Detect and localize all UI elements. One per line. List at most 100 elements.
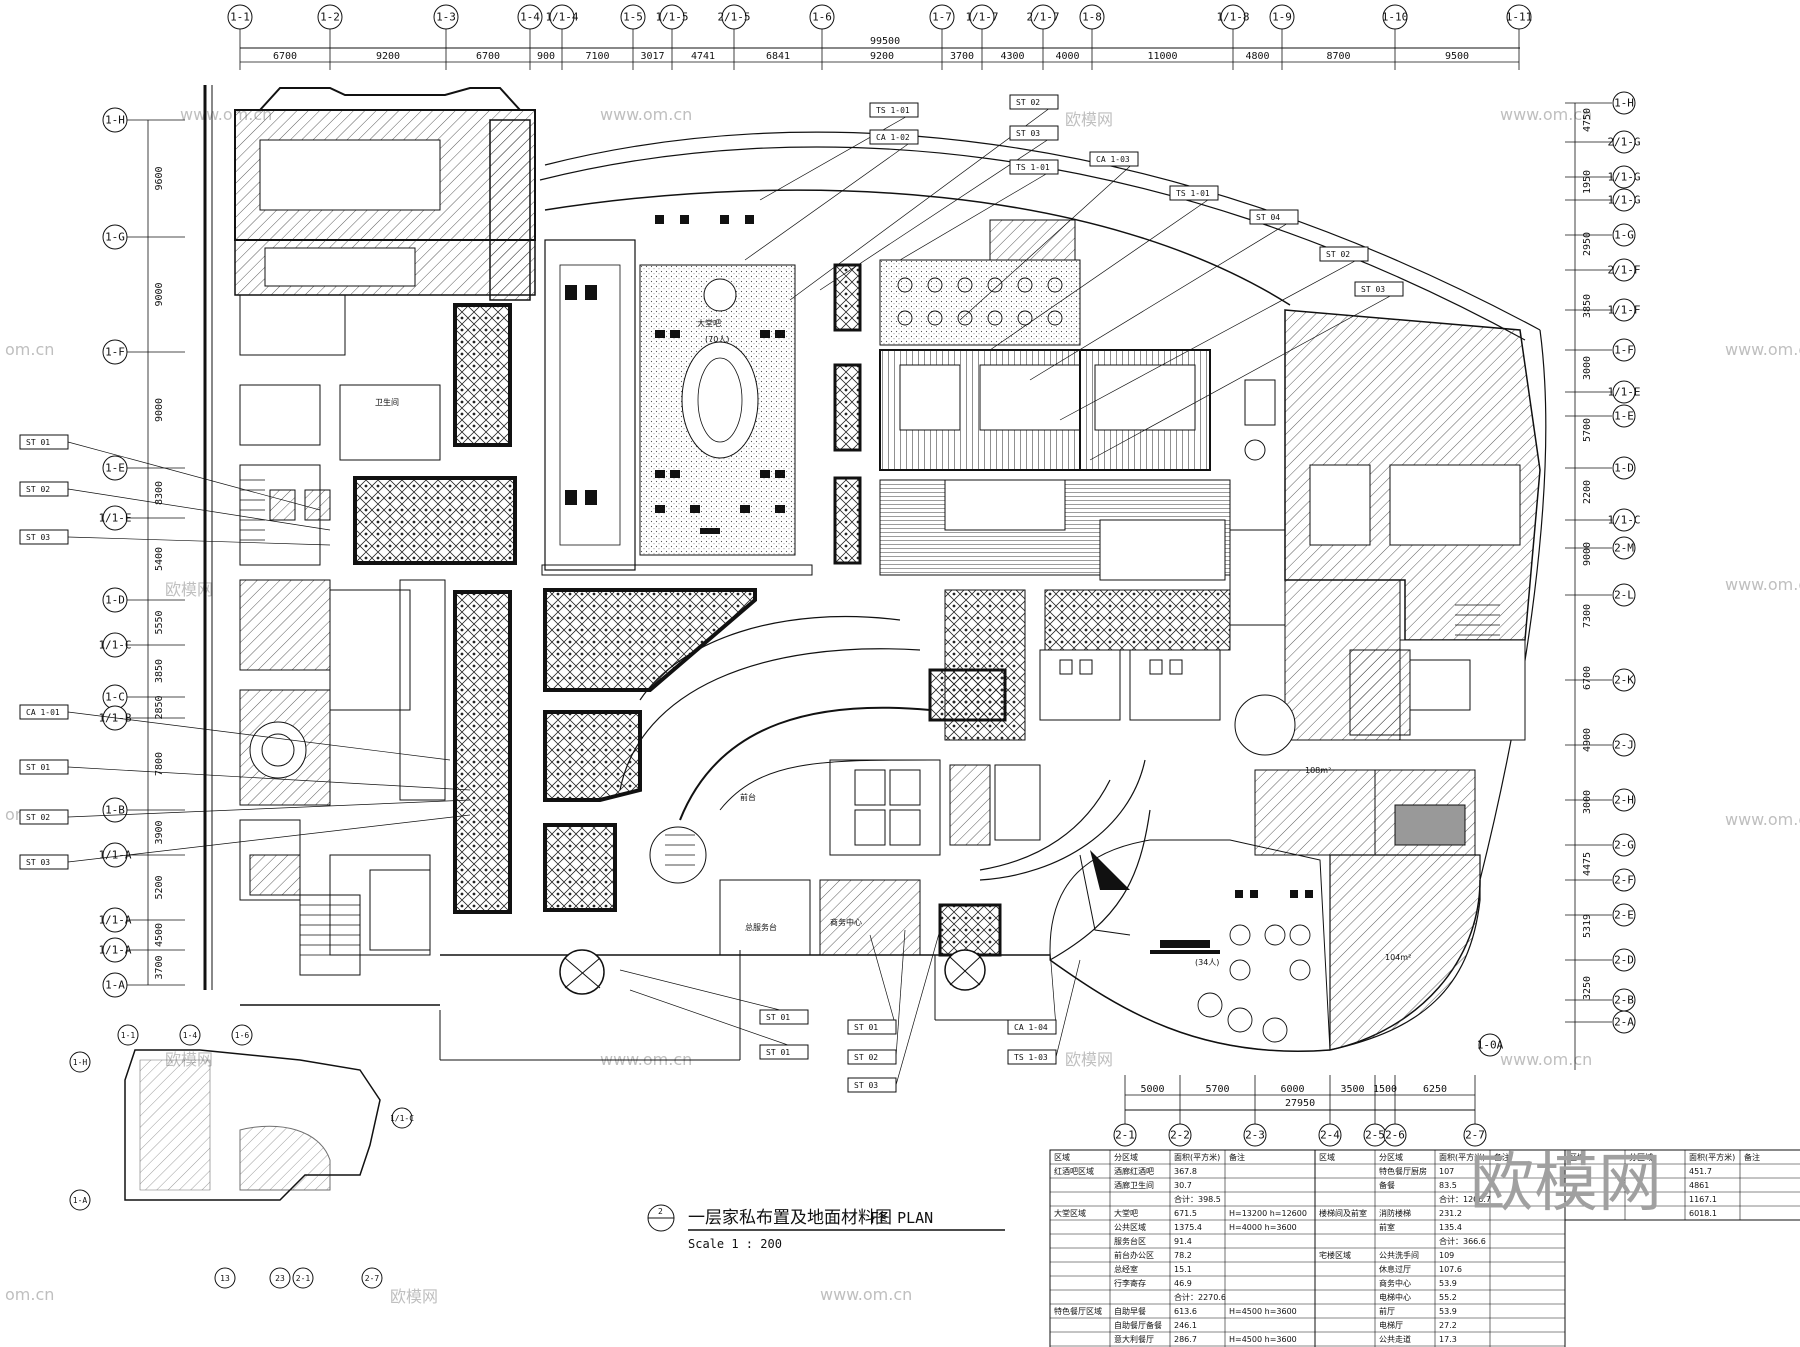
room-area: 104m² bbox=[1385, 953, 1411, 962]
grid-bubble bbox=[1612, 91, 1636, 115]
grid-bubble bbox=[1612, 188, 1636, 212]
key-grid-bubble bbox=[69, 1189, 91, 1211]
callout-leader bbox=[1059, 253, 1369, 421]
dimension-value: 6700 bbox=[476, 51, 500, 62]
italian-restaurant bbox=[1049, 839, 1331, 1052]
dimension-value: 3900 bbox=[154, 820, 165, 844]
dimension-value: 11000 bbox=[1147, 51, 1177, 62]
material-tag: ST 02 bbox=[854, 1053, 878, 1062]
grid-bubble bbox=[1612, 130, 1636, 154]
material-tag-box bbox=[19, 529, 69, 545]
key-grid-bubble bbox=[117, 1024, 139, 1046]
grid-label: 1-3 bbox=[436, 11, 456, 24]
grid-label: 1/1-F bbox=[1607, 304, 1640, 317]
key-grid-label: 23 bbox=[275, 1274, 285, 1283]
material-tag: TS 1-01 bbox=[876, 106, 910, 115]
material-tag-box bbox=[19, 809, 69, 825]
grid-bubble bbox=[1612, 223, 1636, 247]
table-cell: 91.4 bbox=[1174, 1237, 1192, 1246]
dimension-value: 6250 bbox=[1423, 1084, 1447, 1095]
dimension-value: 9200 bbox=[870, 51, 894, 62]
table-cell: 53.9 bbox=[1439, 1307, 1457, 1316]
grid-label: 2/1-G bbox=[1607, 136, 1640, 149]
table-cell: 231.2 bbox=[1439, 1209, 1462, 1218]
callout-leader bbox=[959, 158, 1139, 321]
watermark-url: www.om.cn bbox=[1500, 105, 1592, 124]
table-header: 备注 bbox=[1229, 1152, 1245, 1162]
material-tag: ST 03 bbox=[854, 1081, 878, 1090]
table-cell: 17.3 bbox=[1439, 1335, 1457, 1344]
table-frame bbox=[1564, 1149, 1800, 1221]
grid-label: 1/1-7 bbox=[965, 11, 998, 24]
table-cell: 楼梯间及前室 bbox=[1319, 1208, 1367, 1218]
table-header: 区域 bbox=[1569, 1152, 1585, 1162]
callout-leader bbox=[899, 166, 1059, 261]
key-grid-label: 13 bbox=[220, 1274, 230, 1283]
grid-label: 1-11 bbox=[1506, 11, 1533, 24]
grid-label: 1-1 bbox=[230, 11, 250, 24]
table-frame bbox=[1314, 1149, 1566, 1347]
callout-leader bbox=[67, 799, 471, 818]
table-cell: 公共走道 bbox=[1379, 1334, 1411, 1344]
watermark-url: www.om.cn bbox=[1725, 340, 1800, 359]
table-frame bbox=[1049, 1149, 1316, 1347]
material-tag: CA 1-04 bbox=[1014, 1023, 1048, 1032]
table-cell: 电梯厅 bbox=[1379, 1320, 1403, 1330]
dimension-value: 5200 bbox=[154, 875, 165, 899]
table-cell: H=13200 h=12600 bbox=[1229, 1209, 1307, 1218]
grid-label: 1-D bbox=[1614, 462, 1634, 475]
grid-label: 1-E bbox=[105, 462, 125, 475]
table-cell: 246.1 bbox=[1174, 1321, 1197, 1330]
callout-leader bbox=[67, 536, 331, 546]
callout-leader bbox=[1029, 216, 1299, 381]
grid-label: 2/1-F bbox=[1607, 264, 1640, 277]
table-cell: 15.1 bbox=[1174, 1265, 1192, 1274]
building-shell bbox=[203, 85, 1547, 1061]
dimension-value: 2200 bbox=[1582, 480, 1593, 504]
grid-label: 2/1-7 bbox=[1026, 11, 1059, 24]
grid-label: 2-E bbox=[1614, 909, 1634, 922]
table-cell: 367.8 bbox=[1174, 1167, 1197, 1176]
dimension-value: 9000 bbox=[154, 398, 165, 422]
table-cell: 合计：398.5 bbox=[1174, 1194, 1221, 1204]
grid-label: 1/1-C bbox=[98, 639, 131, 652]
table-cell: H=4000 h=3600 bbox=[1229, 1223, 1297, 1232]
grid-label: 1/1-C bbox=[1607, 514, 1640, 527]
callout-leader bbox=[67, 766, 471, 791]
table-cell: 46.9 bbox=[1174, 1279, 1192, 1288]
grid-label: 2/1-5 bbox=[717, 11, 750, 24]
dimension-value: 3000 bbox=[1582, 356, 1593, 380]
dimension-value: 9500 bbox=[1445, 51, 1469, 62]
dimension-value: 5400 bbox=[154, 547, 165, 571]
grid-label: 1/1-E bbox=[98, 512, 131, 525]
grid-label: 1-8 bbox=[1082, 11, 1102, 24]
material-tag-box bbox=[869, 129, 919, 145]
room-label: 卫生间 bbox=[375, 397, 399, 407]
curved-core bbox=[619, 615, 1296, 961]
material-tag: ST 02 bbox=[26, 813, 50, 822]
dimension-value: 3700 bbox=[154, 955, 165, 979]
back-of-house-zone: 108m² 104m² bbox=[1254, 309, 1541, 1051]
dimension-value: 7800 bbox=[154, 752, 165, 776]
dimension-value: 8300 bbox=[154, 481, 165, 505]
grid-label: 1/1-A bbox=[98, 849, 131, 862]
drawing-scale: Scale 1 : 200 bbox=[688, 1237, 782, 1251]
table-cell: 公共洗手间 bbox=[1379, 1250, 1419, 1260]
grid-bubble bbox=[1612, 948, 1636, 972]
material-tag-box bbox=[869, 102, 919, 118]
material-tag: TS 1-01 bbox=[1176, 189, 1210, 198]
grid-label: 2-3 bbox=[1245, 1129, 1265, 1142]
table-cell: 30.7 bbox=[1174, 1181, 1192, 1190]
revolving-doors bbox=[559, 949, 986, 995]
table-cell: 6018.1 bbox=[1689, 1209, 1717, 1218]
table-header: 分区域 bbox=[1379, 1152, 1403, 1162]
grid-bubble bbox=[1478, 1033, 1502, 1057]
material-tag: TS 1-01 bbox=[1016, 163, 1050, 172]
callout-leader bbox=[759, 109, 919, 201]
table-cell: 合计：366.6 bbox=[1439, 1236, 1486, 1246]
dimension-value: 2850 bbox=[154, 695, 165, 719]
total-bottom-dimension: 27950 bbox=[1285, 1098, 1315, 1109]
room-label: 前台 bbox=[740, 792, 756, 802]
